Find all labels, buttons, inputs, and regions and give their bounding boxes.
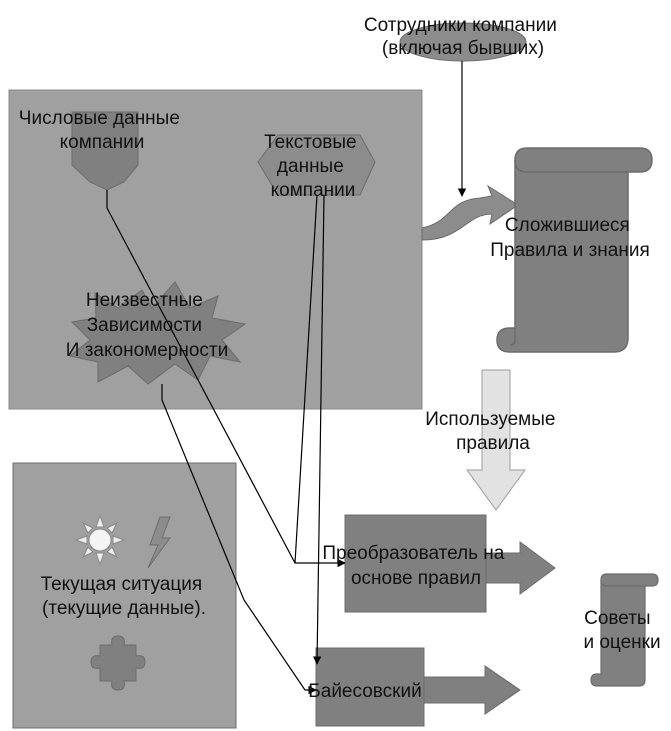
current-situation-panel bbox=[12, 462, 237, 729]
star-icon bbox=[68, 281, 247, 385]
numeric-to-converter-line bbox=[106, 190, 346, 568]
employees-ellipse bbox=[399, 22, 527, 62]
rules-knowledge-label: Сложившиеся Правила и знания bbox=[490, 215, 650, 261]
bayes-box bbox=[315, 647, 425, 727]
text-data-octagon bbox=[257, 134, 376, 196]
unknown-to-bayes-line bbox=[161, 384, 317, 695]
lightning-icon bbox=[147, 516, 171, 569]
current-situation-label: Текущая ситуация (текущие данные). bbox=[41, 574, 208, 619]
bayes-label: Байесовский bbox=[308, 681, 421, 702]
text-to-converter-line bbox=[294, 194, 318, 564]
employees-label: Сотрудники компании (включая бывших) bbox=[364, 15, 562, 59]
used-rules-arrow bbox=[466, 369, 526, 511]
numeric-data-seal bbox=[71, 111, 139, 191]
sun-icon bbox=[74, 514, 126, 566]
converter-arrow bbox=[485, 541, 556, 595]
unknown-dependencies-label: Неизвестные Зависимости И закономерности bbox=[66, 290, 228, 361]
converter-box bbox=[344, 514, 487, 613]
advice-label: Советы и оценки bbox=[583, 608, 660, 653]
numeric-data-label: Числовые данные компании bbox=[19, 108, 185, 153]
text-data-label: Текстовые данные компании bbox=[264, 132, 362, 201]
converter-label: Преобразователь на основе правил bbox=[322, 543, 509, 589]
curved-arrow-to-rules bbox=[421, 184, 519, 241]
scroll-icon bbox=[496, 147, 653, 353]
puzzle-icon bbox=[90, 635, 146, 691]
used-rules-label: Используемые правила bbox=[425, 409, 561, 454]
text-to-bayes-line bbox=[312, 194, 325, 665]
bayes-arrow bbox=[423, 665, 521, 715]
advice-scroll bbox=[590, 573, 659, 687]
